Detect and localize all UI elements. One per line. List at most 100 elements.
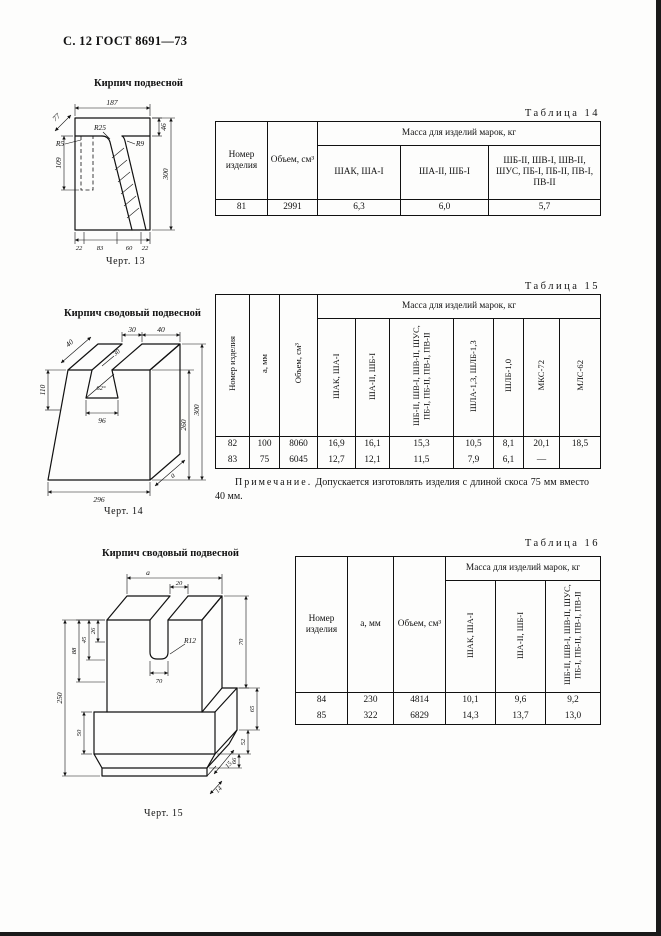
col-header-marks: ШЛА-1,3, ШЛБ-1,3	[453, 318, 494, 437]
cell-a: 100	[249, 436, 280, 453]
cell-mass: 5,7	[487, 199, 602, 216]
dim-label: 300	[161, 168, 170, 181]
dim-label: 45	[81, 636, 88, 643]
table-16-title: Таблица 16	[524, 538, 600, 549]
cell-mass: —	[523, 452, 560, 469]
cell-mass: 16,1	[355, 436, 390, 453]
dim-label: 14	[214, 785, 224, 795]
dim-label: R9	[135, 139, 145, 148]
col-header-a: a, мм	[347, 556, 394, 693]
figure-14-dimensions: 40 30 40 110 62° 96 30 260 300	[38, 325, 206, 504]
cell-volume: 8060	[279, 436, 318, 453]
dim-label: 40	[64, 337, 76, 349]
figure-15-drawing: a 20 R12 26 45 88 250 50	[55, 568, 260, 795]
cell-item: 82	[215, 436, 250, 453]
dim-label: 65	[249, 705, 256, 712]
table-14-title: Таблица 14	[524, 108, 600, 119]
col-header-marks: ША-II, ШБ-I	[355, 318, 390, 437]
dim-label: 22	[142, 245, 149, 252]
dim-label: 62°	[96, 385, 106, 392]
table-16: Номер изделия a, мм Объем, см³ Масса для…	[295, 556, 602, 725]
dim-label: 22	[76, 245, 83, 252]
col-header-item: Номер изделия	[215, 121, 268, 200]
table-15: Номер изделия a, мм Объем, см³ Масса для…	[215, 294, 602, 469]
cell-mass: 16,9	[317, 436, 356, 453]
col-header-marks: ШАК, ША-I	[317, 145, 401, 200]
note-label: Примечание.	[235, 477, 313, 488]
dim-label: 77	[50, 111, 62, 123]
dim-label: 88	[71, 647, 78, 654]
cell-mass: 12,1	[355, 452, 390, 469]
dim-label: 70	[156, 678, 163, 685]
dim-label: 52	[240, 738, 247, 745]
col-header-a: a, мм	[249, 294, 280, 437]
col-header-marks: ШЛБ-1,0	[493, 318, 524, 437]
figure-13-label: Кирпич подвесной	[94, 78, 183, 89]
cell-mass: 11,5	[389, 452, 454, 469]
cell-mass: 18,5	[558, 436, 602, 453]
col-header-item: Номер изделия	[215, 294, 250, 437]
dim-label: 110	[38, 384, 47, 395]
dim-label: 60	[126, 245, 133, 252]
cell-a: 75	[249, 452, 280, 469]
cell-mass: 9,2	[544, 692, 602, 709]
dim-label: 83	[97, 245, 104, 252]
cell-mass: 7,9	[453, 452, 494, 469]
col-header-volume: Объем, см³	[267, 121, 318, 200]
dim-label: 20	[176, 580, 183, 587]
table-15-title: Таблица 15	[524, 281, 600, 292]
cell-mass: 12,7	[317, 452, 356, 469]
cell-a: 230	[347, 692, 394, 709]
dim-label: 187	[106, 98, 118, 107]
cell-mass: 10,5	[453, 436, 494, 453]
col-header-marks: ШБ-II, ШВ-I, ШВ-II, ШУС, ПБ-I, ПБ-II, ПВ…	[487, 145, 602, 200]
dim-label: 70	[238, 638, 245, 645]
col-header-item: Номер изделия	[295, 556, 348, 693]
col-header-marks: ШАК, ША-I	[445, 580, 496, 693]
col-header-mass: Масса для изделий марок, кг	[444, 556, 602, 581]
col-header-mass: Масса для изделий марок, кг	[316, 121, 602, 146]
cell-volume: 6829	[393, 708, 446, 725]
cell-mass: 10,1	[445, 692, 496, 709]
cell-mass: 14,3	[445, 708, 496, 725]
figure-13-outline	[74, 117, 151, 231]
cell-mass: 6,3	[317, 199, 401, 216]
cell-mass: 6,0	[400, 199, 489, 216]
cell-mass: 8,1	[493, 436, 524, 453]
figure-14-caption: Черт. 14	[104, 506, 144, 517]
dim-label: 250	[55, 692, 64, 704]
cell-volume: 2991	[267, 199, 318, 216]
dim-label: 296	[93, 495, 105, 504]
dim-label: 300	[192, 404, 201, 417]
dim-label: 50	[76, 729, 83, 736]
dim-label: 66	[231, 757, 238, 764]
dim-label: 26	[90, 627, 97, 634]
dim-label: R5	[55, 139, 65, 148]
dim-label: 96	[98, 416, 106, 425]
cell-item: 81	[215, 199, 268, 216]
figure-14-label: Кирпич сводовый подвесной	[64, 308, 201, 319]
col-header-marks: МЛС-62	[558, 318, 602, 437]
note-text: Допускается изготовлять изделия с длиной…	[215, 477, 590, 502]
figure-13-drawing: 187 77 46 109 300 22 83 60 22	[50, 98, 175, 252]
figure-13-caption: Черт. 13	[106, 256, 146, 267]
dim-label: 40	[157, 325, 165, 334]
cell-a: 322	[347, 708, 394, 725]
cell-mass: 9,6	[495, 692, 546, 709]
col-header-mass: Масса для изделий марок, кг	[316, 294, 602, 319]
page-header: С. 12 ГОСТ 8691—73	[63, 34, 188, 48]
dim-label: 30	[111, 348, 122, 359]
table-14: Номер изделия Объем, см³ Масса для издел…	[215, 121, 602, 216]
col-header-volume: Объем, см³	[393, 556, 446, 693]
col-header-marks: МКС-72	[523, 318, 560, 437]
figure-15-dimensions: a 20 R12 26 45 88 250 50	[55, 568, 260, 795]
cell-item: 84	[295, 692, 348, 709]
figure-15-caption: Черт. 15	[144, 808, 184, 819]
col-header-marks: ША-II, ШБ-I	[495, 580, 546, 693]
dim-label: a	[168, 470, 177, 479]
cell-mass: 13,0	[544, 708, 602, 725]
cell-item: 85	[295, 708, 348, 725]
cell-mass: 6,1	[493, 452, 524, 469]
cell-mass: 15,3	[389, 436, 454, 453]
